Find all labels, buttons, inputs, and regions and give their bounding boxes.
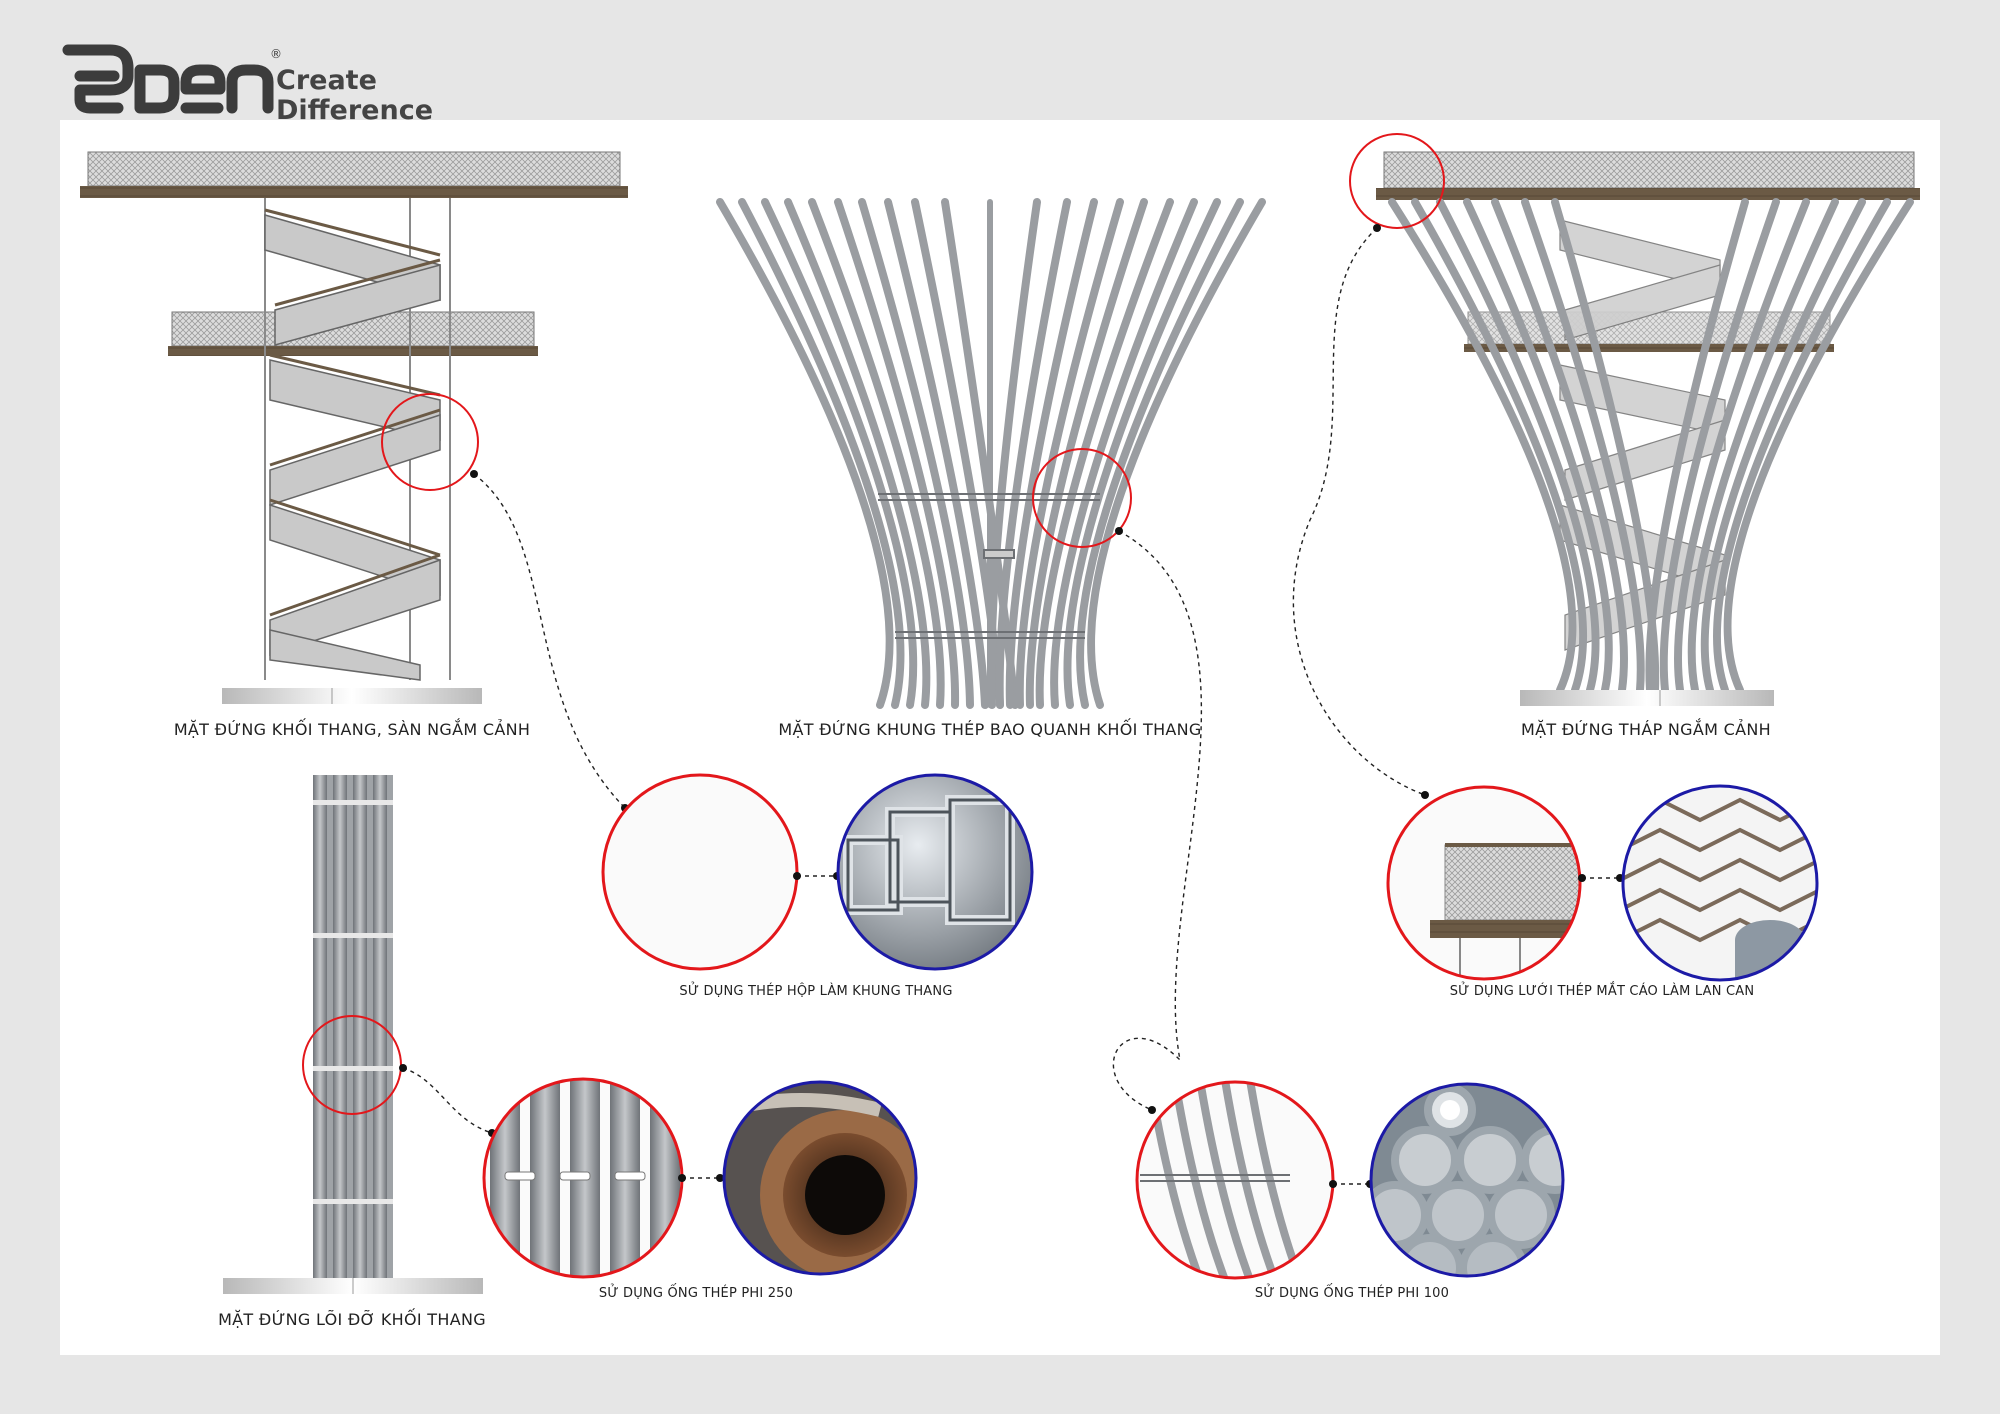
material-pipe-250-circle bbox=[722, 1080, 918, 1276]
tower-elevation-drawing bbox=[1376, 151, 1920, 706]
caption-tower-elevation: MẶT ĐỨNG THÁP NGẮM CẢNH bbox=[1521, 720, 1771, 739]
caption-box-steel: SỬ DỤNG THÉP HỘP LÀM KHUNG THANG bbox=[679, 984, 953, 999]
frame-highlight-circle bbox=[1032, 448, 1132, 548]
frame-elevation-drawing bbox=[716, 198, 1266, 709]
caption-pipe-100: SỬ DỤNG ỐNG THÉP PHI 100 bbox=[1254, 1286, 1450, 1301]
tagline-line-1: Create bbox=[276, 65, 377, 96]
brand-logo: ® bbox=[62, 44, 282, 114]
registered-mark: ® bbox=[270, 47, 282, 61]
stair-elevation-drawing bbox=[80, 151, 628, 704]
material-pipe-100-circle bbox=[1369, 1082, 1565, 1278]
core-elevation-drawing bbox=[223, 775, 483, 1294]
material-box-steel-circle bbox=[836, 773, 1034, 971]
eden-logo-icon bbox=[62, 44, 274, 114]
tower-highlight-circle bbox=[1349, 133, 1445, 229]
material-mesh-circle bbox=[1621, 784, 1819, 982]
caption-mesh-railing: SỬ DỤNG LƯỚI THÉP MẮT CÁO LÀM LAN CAN bbox=[1449, 984, 1755, 999]
stair-highlight-circle bbox=[381, 393, 479, 491]
caption-frame-elevation: MẶT ĐỨNG KHUNG THÉP BAO QUANH KHỐI THANG bbox=[778, 720, 1202, 739]
dashed-leader-lines bbox=[402, 227, 1426, 1134]
detail-railing-circle bbox=[1386, 785, 1582, 981]
caption-stair-elevation: MẶT ĐỨNG KHỐI THANG, SÀN NGẮM CẢNH bbox=[173, 720, 531, 739]
detail-stair-frame-circle bbox=[601, 773, 799, 971]
detail-core-pipes-circle bbox=[482, 1077, 684, 1279]
caption-core-elevation: MẶT ĐỨNG LÕI ĐỠ KHỐI THANG bbox=[218, 1310, 486, 1329]
detail-frame-pipes-circle bbox=[1135, 1080, 1335, 1280]
caption-pipe-250: SỬ DỤNG ỐNG THÉP PHI 250 bbox=[598, 1286, 794, 1301]
